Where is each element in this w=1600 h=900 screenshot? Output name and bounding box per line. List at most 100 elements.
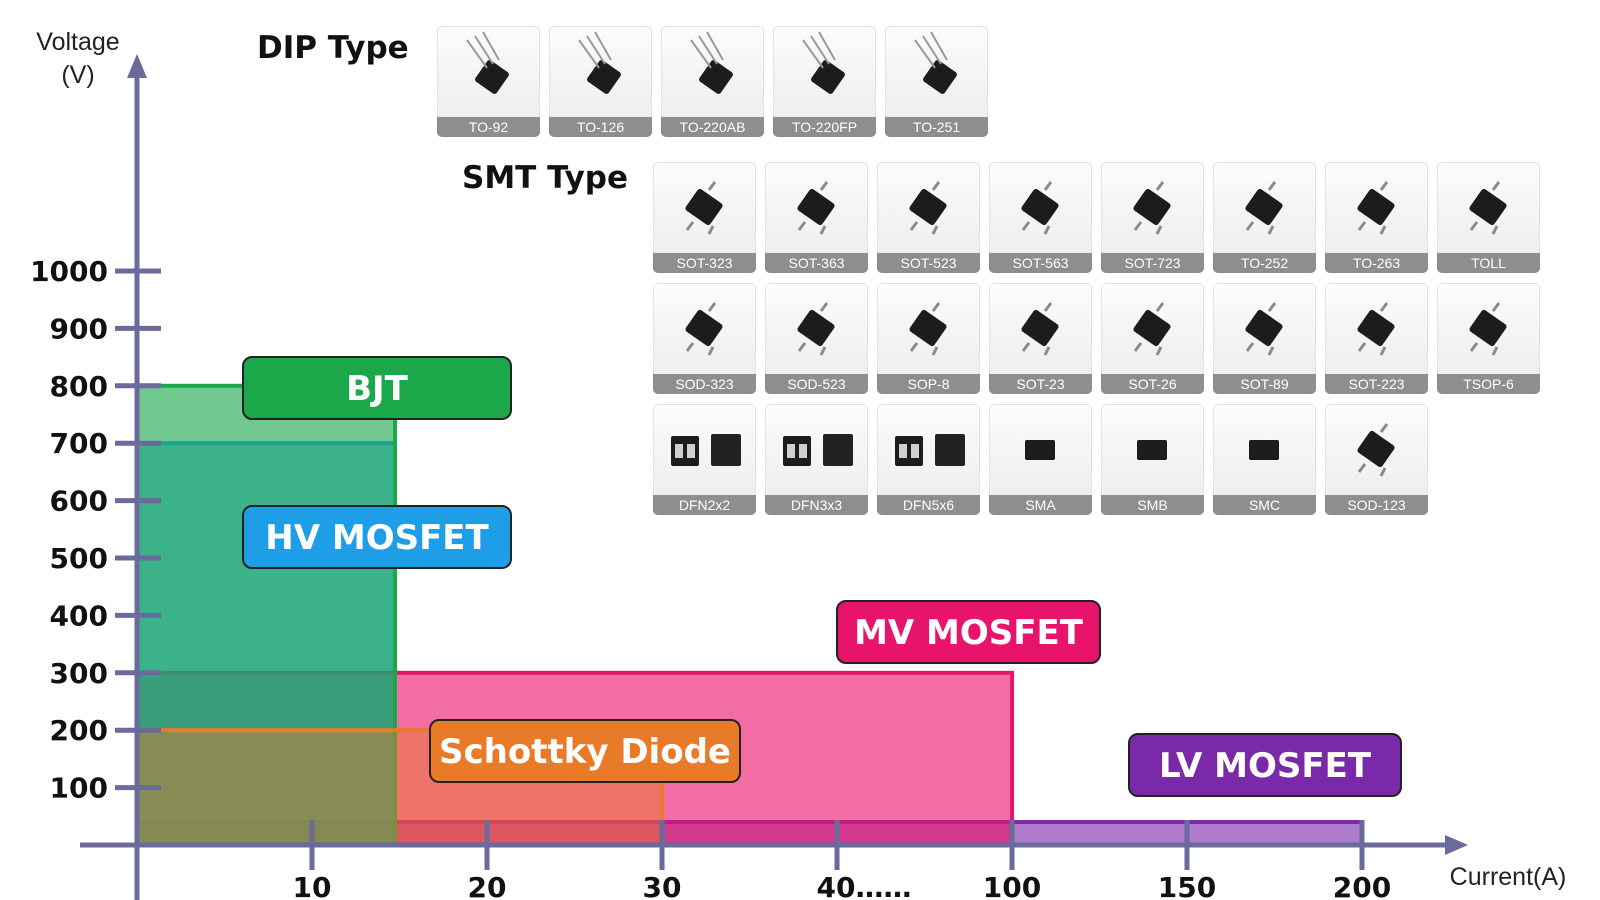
package-to-263: TO-263 <box>1325 162 1428 273</box>
package-smc: SMC <box>1213 404 1316 515</box>
package-label: SOT-723 <box>1101 253 1204 273</box>
y-tick-label: 700 <box>50 427 108 460</box>
package-chip-icon <box>1021 181 1059 235</box>
package-label: SOT-89 <box>1213 374 1316 394</box>
y-tick-label: 600 <box>50 485 108 518</box>
package-label: SOT-26 <box>1101 374 1204 394</box>
y-tick-label: 200 <box>50 714 108 747</box>
smt-type-title: SMT Type <box>462 160 629 196</box>
package-label: SOT-323 <box>653 253 756 273</box>
package-chip-icon <box>914 31 957 94</box>
y-tick-label: 800 <box>50 370 108 403</box>
package-chip-icon <box>895 434 965 466</box>
package-label: TO-220AB <box>661 117 764 137</box>
package-chip-icon <box>802 31 845 94</box>
package-chip-icon <box>1469 302 1507 356</box>
package-label: TO-92 <box>437 117 540 137</box>
package-sot-523: SOT-523 <box>877 162 980 273</box>
package-sod-523: SOD-523 <box>765 283 868 394</box>
x-tick-label: 200 <box>1333 871 1391 900</box>
package-label: TO-252 <box>1213 253 1316 273</box>
package-to-252: TO-252 <box>1213 162 1316 273</box>
package-to-126: TO-126 <box>549 26 652 137</box>
package-chip-icon <box>1133 181 1171 235</box>
package-chip-icon <box>797 302 835 356</box>
package-chip-icon <box>1021 302 1059 356</box>
label-box-schottky-diode <box>429 719 741 783</box>
y-tick-label: 1000 <box>30 255 108 288</box>
package-chip-icon <box>909 181 947 235</box>
package-sot-563: SOT-563 <box>989 162 1092 273</box>
label-box-lv-mosfet <box>1128 733 1402 797</box>
package-label: TSOP-6 <box>1437 374 1540 394</box>
package-sop-8: SOP-8 <box>877 283 980 394</box>
package-chip-icon <box>685 302 723 356</box>
package-to-251: TO-251 <box>885 26 988 137</box>
package-chip-icon <box>1245 181 1283 235</box>
package-chip-icon <box>783 434 853 466</box>
package-chip-icon <box>671 434 741 466</box>
package-chip-icon <box>1245 302 1283 356</box>
y-axis-title-line1: Voltage <box>36 28 119 56</box>
package-sot-723: SOT-723 <box>1101 162 1204 273</box>
package-label: DFN2x2 <box>653 495 756 515</box>
label-text-bjt: BJT <box>346 369 409 409</box>
y-tick-label: 300 <box>50 657 108 690</box>
package-label: SOT-23 <box>989 374 1092 394</box>
package-label: SOD-523 <box>765 374 868 394</box>
package-label: SOT-523 <box>877 253 980 273</box>
package-label: SOD-123 <box>1325 495 1428 515</box>
package-dfn2x2: DFN2x2 <box>653 404 756 515</box>
package-label: SOT-563 <box>989 253 1092 273</box>
package-chip-icon <box>1137 440 1167 460</box>
dip-type-title: DIP Type <box>257 30 409 66</box>
package-chip-icon <box>1249 440 1279 460</box>
y-tick-label: 900 <box>50 312 108 345</box>
package-sma: SMA <box>989 404 1092 515</box>
package-label: TO-126 <box>549 117 652 137</box>
package-tsop-6: TSOP-6 <box>1437 283 1540 394</box>
package-label: TOLL <box>1437 253 1540 273</box>
package-chip-icon <box>1133 302 1171 356</box>
x-tick-label: 100 <box>983 871 1041 900</box>
package-chip-icon <box>1469 181 1507 235</box>
package-chip-icon <box>578 31 621 94</box>
y-tick-label: 400 <box>50 599 108 632</box>
package-chip-icon <box>1357 302 1395 356</box>
package-sot-89: SOT-89 <box>1213 283 1316 394</box>
package-label: SOT-363 <box>765 253 868 273</box>
package-label: TO-263 <box>1325 253 1428 273</box>
package-to-220fp: TO-220FP <box>773 26 876 137</box>
x-axis-arrow <box>1445 835 1468 855</box>
package-sot-363: SOT-363 <box>765 162 868 273</box>
package-label: SOD-323 <box>653 374 756 394</box>
x-tick-label: 40…… <box>817 871 912 900</box>
label-box-mv-mosfet <box>836 600 1101 664</box>
package-sod-323: SOD-323 <box>653 283 756 394</box>
package-label: DFN3x3 <box>765 495 868 515</box>
package-smb: SMB <box>1101 404 1204 515</box>
label-text-hv-mosfet: HV MOSFET <box>265 518 489 558</box>
package-sot-323: SOT-323 <box>653 162 756 273</box>
package-label: TO-220FP <box>773 117 876 137</box>
region-bjt <box>135 383 397 847</box>
package-chip-icon <box>909 302 947 356</box>
package-label: TO-251 <box>885 117 988 137</box>
label-text-schottky-diode: Schottky Diode <box>439 732 731 772</box>
package-sot-223: SOT-223 <box>1325 283 1428 394</box>
package-chip-icon <box>1357 423 1395 477</box>
package-to-220ab: TO-220AB <box>661 26 764 137</box>
label-box-bjt <box>242 356 512 420</box>
package-chip-icon <box>1025 440 1055 460</box>
package-to-92: TO-92 <box>437 26 540 137</box>
package-chip-icon <box>1357 181 1395 235</box>
package-chip-icon <box>797 181 835 235</box>
package-chip-icon <box>690 31 733 94</box>
package-chip-icon <box>466 31 509 94</box>
x-tick-label: 10 <box>293 871 332 900</box>
package-sod-123: SOD-123 <box>1325 404 1428 515</box>
package-sot-26: SOT-26 <box>1101 283 1204 394</box>
package-label: SMB <box>1101 495 1204 515</box>
label-text-mv-mosfet: MV MOSFET <box>854 613 1084 653</box>
